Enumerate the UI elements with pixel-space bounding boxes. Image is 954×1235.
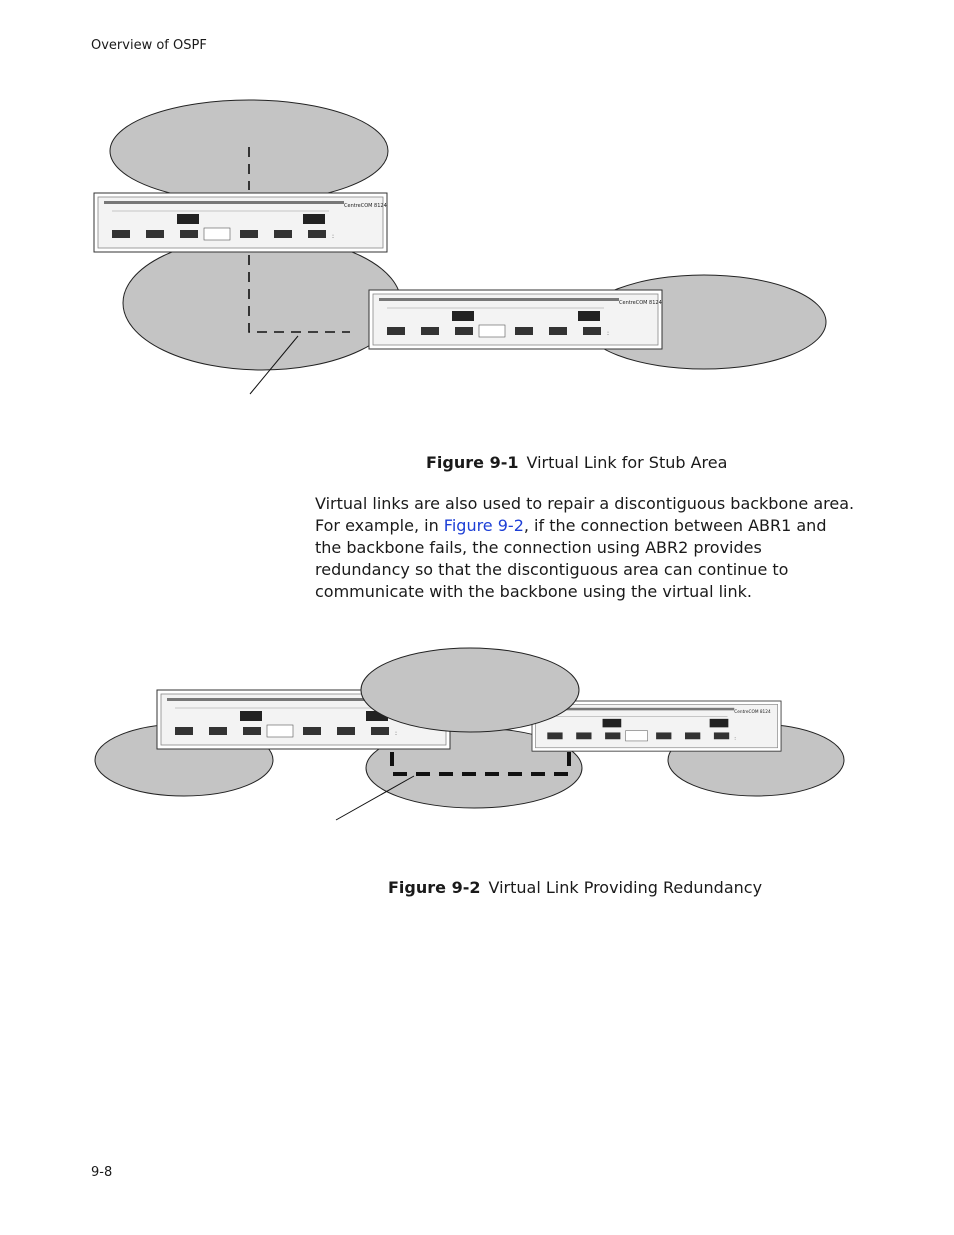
figure-9-2-caption: Figure 9-2 Virtual Link Providing Redunda…	[388, 878, 762, 897]
figure-9-2-diagram: CentreCOM 8124 :	[94, 647, 845, 821]
router-right	[531, 700, 782, 752]
figure-9-1-caption: Figure 9-1 Virtual Link for Stub Area	[426, 453, 727, 472]
area-stub	[122, 235, 402, 371]
router-abr2	[368, 289, 663, 350]
paragraph-text-after: , if the connection between ABR1 and the…	[315, 516, 827, 601]
figure-9-1-title: Virtual Link for Stub Area	[526, 453, 728, 472]
page-number: 9-8	[91, 1165, 113, 1180]
paragraph-text-before: Virtual links are also used to repair a …	[315, 494, 855, 535]
figure-9-2-number: Figure 9-2	[388, 878, 481, 897]
figure-9-2-title: Virtual Link Providing Redundancy	[488, 878, 763, 897]
leader-line-2	[335, 775, 415, 821]
figure-9-1-number: Figure 9-1	[426, 453, 519, 472]
body-paragraph: Virtual links are also used to repair a …	[315, 493, 855, 603]
virtual-link-dashed	[248, 147, 350, 333]
figure-9-1-diagram: CentreCOM 8124 :	[93, 99, 827, 395]
router-abr1	[93, 192, 388, 253]
virtual-link-bold-dashed	[390, 752, 571, 776]
figure-9-2-link[interactable]: Figure 9-2	[443, 516, 524, 535]
running-header: Overview of OSPF	[91, 38, 207, 53]
leader-line	[249, 335, 299, 395]
area-backbone	[360, 647, 580, 733]
